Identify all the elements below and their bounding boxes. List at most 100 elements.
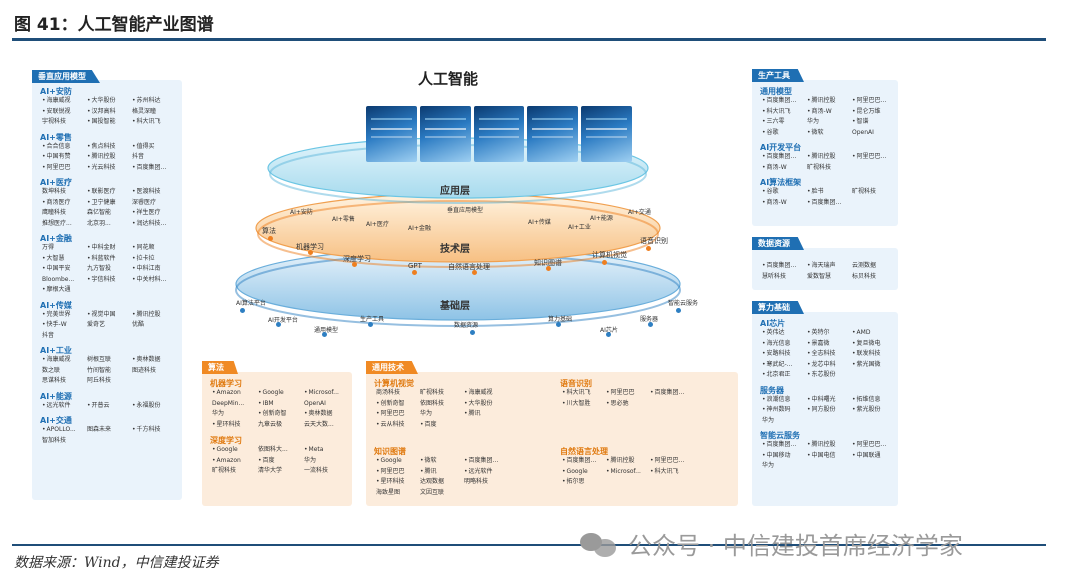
company-item: 阿里巴巴...	[852, 97, 887, 105]
company-item: 万得	[42, 244, 55, 251]
tech-ring-label: 知识图谱	[534, 259, 562, 267]
company-item: OpenAI	[852, 128, 874, 136]
base-node-dot	[648, 322, 653, 327]
company-item: 旷视科技	[852, 188, 877, 195]
section-heading: 计算机视觉	[374, 379, 414, 388]
base-node-dot	[368, 322, 373, 327]
base-node-dot	[470, 330, 475, 335]
company-item: 东芯股份	[807, 371, 836, 379]
section-heading: AI开发平台	[760, 143, 802, 152]
company-item: 大华股份	[87, 97, 116, 105]
company-item: 云从科技	[376, 421, 405, 429]
company-item: 阿里巴巴	[606, 389, 635, 397]
company-item: 祥生医疗	[132, 209, 161, 217]
company-item: Google	[562, 468, 588, 476]
company-item: 奥林数据	[304, 410, 333, 418]
company-item: 商汤科技	[376, 389, 401, 396]
company-item: 微软	[420, 457, 437, 465]
application-photo	[581, 106, 632, 162]
company-item: Meta	[304, 446, 324, 454]
company-item: 腾讯控股	[807, 441, 836, 449]
tech-node-dot	[602, 260, 607, 265]
company-item: 紫光股份	[852, 406, 881, 414]
company-item: 推想医疗...	[42, 219, 72, 227]
company-item: 英特尔	[807, 329, 830, 337]
company-item: 值得买	[132, 143, 155, 151]
base-ring-label: AI开发平台	[268, 317, 298, 324]
company-item: 百度集团...	[807, 199, 842, 207]
bottom-divider	[12, 544, 1046, 546]
section-heading: AI+工业	[40, 346, 72, 355]
company-item: 永福股份	[132, 402, 161, 410]
company-item: Amazon	[212, 457, 241, 465]
company-item: 浪潮信息	[762, 396, 791, 404]
company-item: 三六零	[762, 118, 785, 126]
base-ring-label: 生产工具	[360, 316, 385, 323]
company-item: 中科金财	[87, 244, 116, 252]
company-item: Google	[376, 457, 402, 465]
company-item: 谷歌	[762, 129, 779, 137]
company-item: IBM	[258, 400, 274, 408]
company-item: 商汤-W	[762, 199, 787, 207]
company-item: 科大讯飞	[762, 108, 791, 116]
section-heading: AI+传媒	[40, 300, 72, 310]
company-item: 商汤-W	[762, 164, 787, 172]
company-item: 华为	[212, 410, 225, 417]
company-item: 安联锐视	[42, 108, 71, 116]
company-item: 腾讯	[420, 468, 437, 476]
company-item: 腾讯控股	[87, 153, 116, 161]
company-item: 阿里巴巴...	[650, 457, 685, 465]
section-heading: AI算法框架	[760, 178, 802, 187]
section-heading: 服务器	[760, 385, 784, 395]
company-item: 紫光国微	[852, 361, 881, 369]
tag-algo: 算法	[202, 361, 238, 374]
company-item: 中科江南	[132, 265, 161, 273]
base-node-dot	[240, 308, 245, 313]
company-item: 百度集团...	[762, 441, 797, 449]
base-ring-label: 服务器	[640, 316, 659, 323]
company-item: 阿里巴巴...	[852, 153, 887, 161]
section-heading: 通用模型	[760, 87, 792, 96]
company-item: 远光软件	[42, 402, 71, 410]
company-item: 慧听科技	[762, 272, 787, 280]
company-item: 拓尔思	[562, 478, 585, 486]
company-item: 北京羽...	[87, 219, 111, 227]
company-item: 数坤科技	[42, 188, 67, 195]
company-item: 百度集团...	[762, 262, 797, 270]
company-item: 拉卡拉	[132, 255, 155, 263]
company-item: 海光信息	[762, 340, 791, 348]
company-item: 英伟达	[762, 329, 785, 337]
layer-label-tech: 技术层	[440, 244, 470, 255]
company-item: 腾讯	[464, 410, 481, 418]
company-item: 视觉中国	[87, 311, 116, 319]
company-item: 谷歌	[762, 188, 779, 196]
company-item: 同方股份	[807, 406, 836, 414]
company-item: 润达科技...	[132, 220, 167, 228]
company-item: 华为	[304, 456, 317, 464]
app-ring-label: AI+安防	[290, 209, 313, 216]
application-image-strip	[366, 106, 632, 162]
company-item: 华为	[420, 410, 433, 417]
company-item: 中国有赞	[42, 153, 71, 161]
section-heading: 机器学习	[210, 379, 242, 388]
company-item: 腾讯控股	[132, 311, 161, 319]
company-item: 星环科技	[212, 421, 241, 429]
company-item: 智加科技	[42, 436, 67, 444]
company-item: 中科曙光	[807, 396, 836, 404]
base-ring-label: 数据资源	[454, 322, 479, 329]
company-item: 完美世界	[42, 311, 71, 319]
tech-ring-label: 计算机视觉	[592, 251, 627, 259]
company-item: 光云科技	[87, 164, 116, 172]
section-heading: 智能云服务	[760, 431, 800, 440]
company-item: 文因互联	[420, 488, 445, 496]
layer-label-base: 基础层	[440, 301, 470, 312]
company-item: 阿里巴巴	[42, 164, 71, 172]
company-item: 思必驰	[606, 400, 629, 408]
base-node-dot	[276, 322, 281, 327]
company-item: 海天瑞声	[807, 262, 836, 270]
company-item: 安路科技	[762, 350, 791, 358]
base-node-dot	[322, 332, 327, 337]
company-item: 龙芯中科	[807, 361, 836, 369]
company-item: 格灵深瞳	[132, 107, 157, 115]
company-item: 依图科技	[420, 399, 445, 407]
